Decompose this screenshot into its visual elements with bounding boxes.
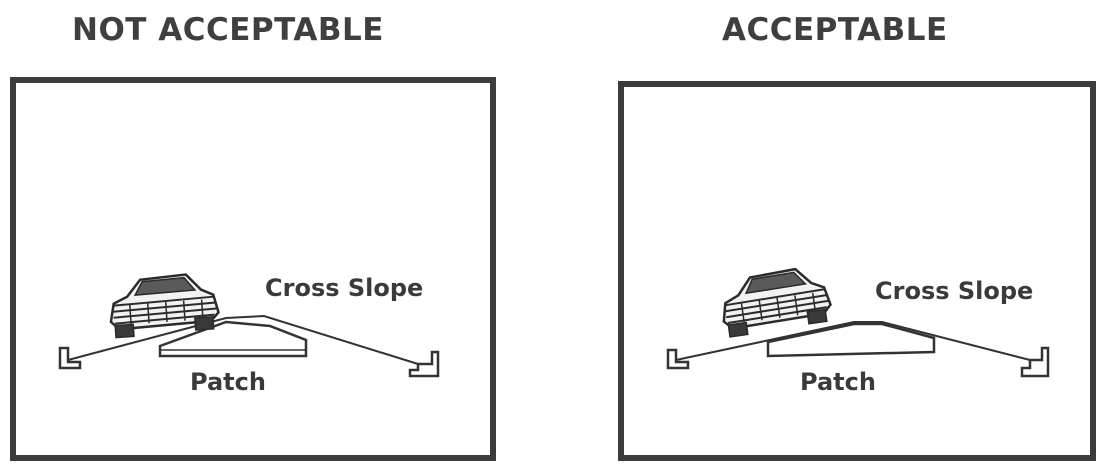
panel-frame bbox=[618, 81, 1096, 461]
panel-frame bbox=[10, 77, 496, 461]
cross-slope-label: Cross Slope bbox=[265, 274, 423, 302]
patch-label: Patch bbox=[800, 368, 876, 396]
left-curb bbox=[666, 348, 690, 370]
left-curb bbox=[58, 346, 82, 370]
right-curb bbox=[408, 350, 440, 378]
road-crown-line bbox=[67, 314, 419, 365]
patch-slab bbox=[158, 320, 308, 358]
road-crown-line bbox=[675, 321, 1031, 361]
right-curb bbox=[1020, 346, 1050, 378]
patch-label: Patch bbox=[190, 368, 266, 396]
panel-title-not-acceptable: NOT ACCEPTABLE bbox=[72, 12, 384, 48]
patch-slab bbox=[766, 322, 936, 358]
panel-acceptable: Cross Slope Patch bbox=[618, 81, 1096, 461]
panel-title-acceptable: ACCEPTABLE bbox=[722, 12, 948, 48]
cross-slope-label: Cross Slope bbox=[875, 277, 1033, 305]
panel-not-acceptable: Cross Slope Patch bbox=[10, 77, 496, 461]
